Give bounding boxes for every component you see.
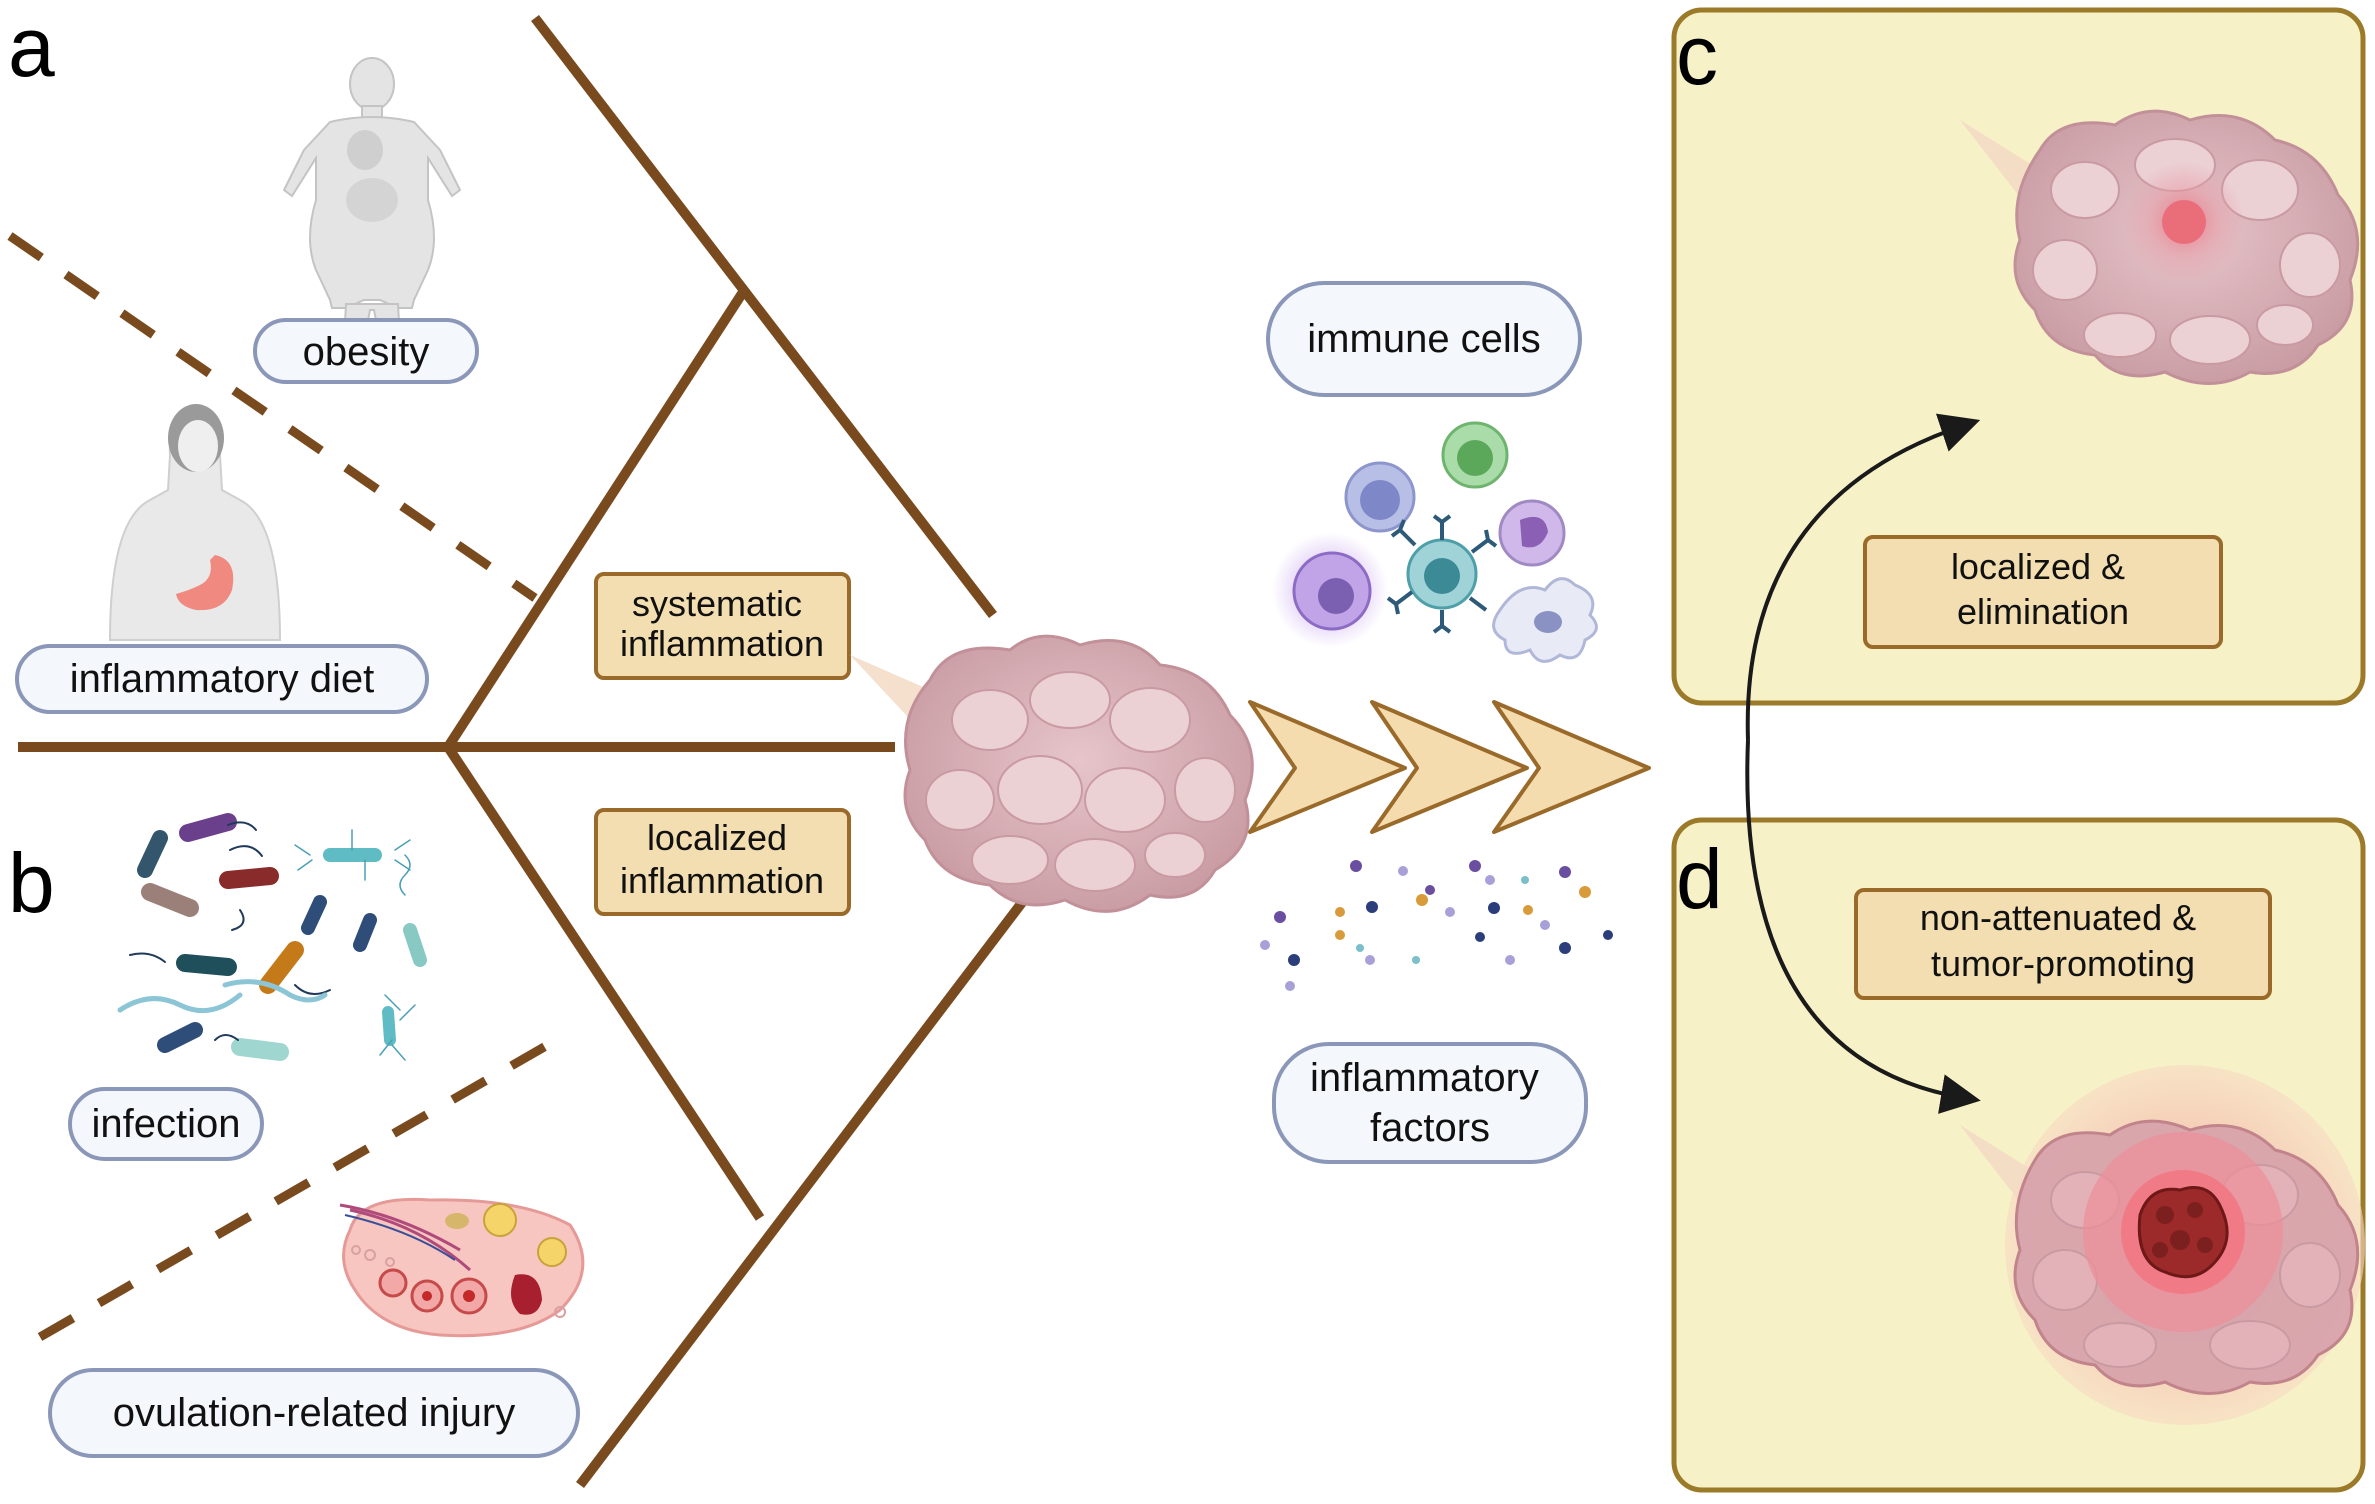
upper-inner-branch — [443, 286, 750, 750]
upper-outer-branch — [531, 14, 997, 619]
fishbone-branches — [18, 14, 1034, 1489]
infection-label: infection — [92, 1102, 241, 1146]
cytokine-dots-icon — [1260, 860, 1613, 991]
inflammatory-factors-line2: factors — [1370, 1106, 1490, 1150]
panel-label-a: a — [8, 0, 55, 94]
bacteria-icon — [117, 813, 427, 1061]
localized-label-line2: inflammation — [620, 860, 824, 901]
dashed-branches — [7, 232, 568, 1341]
ovulation-injury-pill: ovulation-related injury — [48, 1368, 580, 1458]
panel-label-d: d — [1676, 832, 1723, 926]
panel-c: c localized & elimination — [1671, 7, 2366, 706]
localized-inflammation-tag: localized inflammation — [594, 808, 851, 916]
tumor-promoting-label-line1: non-attenuated & — [1920, 897, 2196, 938]
chevron-arrows — [1248, 700, 1651, 834]
stomach-body-icon — [108, 404, 282, 641]
inflammatory-diet-pill: inflammatory diet — [15, 644, 429, 714]
svg-text:non-attenuated & tumor: non-attenuated & tumor-promoting — [1920, 897, 2206, 984]
inflammatory-factors-line1: inflammatory — [1310, 1056, 1539, 1100]
panel-d: d non-attenuated & tumor-promoting — [1671, 817, 2366, 1493]
localized-label-line1: localized — [647, 817, 787, 858]
immune-cell-icon — [1272, 421, 1598, 663]
ovary-icon — [339, 1197, 585, 1338]
arrow-to-tumor-promoting — [1745, 739, 1981, 1114]
eliminated-tumor-icon — [1960, 109, 2360, 385]
ovulation-injury-label: ovulation-related injury — [113, 1391, 515, 1435]
lower-inner-branch — [443, 744, 765, 1221]
elimination-tag: localized & elimination — [1863, 535, 2223, 649]
tumor-promoting-label-line2: tumor-promoting — [1931, 943, 2195, 984]
systematic-inflammation-tag: systematic inflammation — [594, 572, 851, 680]
infection-pill: infection — [68, 1087, 264, 1161]
systematic-label-line1: systematic — [632, 583, 802, 624]
svg-text:localized & eliminatio: localized & elimination — [1951, 546, 2135, 632]
chevron-arrow-2 — [1370, 700, 1529, 834]
obesity-dashed-line — [7, 232, 538, 602]
elimination-label-line1: localized & — [1951, 546, 2125, 587]
promoted-tumor-icon — [1960, 1065, 2365, 1425]
arrow-to-elimination — [1745, 413, 1981, 741]
inflammatory-factors-pill: inflammatory factors — [1272, 1042, 1588, 1164]
tumor-promoting-tag: non-attenuated & tumor-promoting — [1854, 888, 2272, 1000]
chevron-arrow-1 — [1248, 700, 1407, 834]
obesity-pill: obesity — [253, 318, 479, 384]
svg-text:inflammatory factors: inflammatory factors — [1310, 1056, 1550, 1150]
panel-label-b: b — [8, 836, 55, 930]
panel-label-c: c — [1676, 8, 1718, 102]
systematic-label-line2: inflammation — [620, 623, 824, 664]
svg-text:systematic inflammation: systematic inflammation — [620, 583, 824, 664]
chevron-arrow-3 — [1492, 700, 1651, 834]
outcome-arrows — [1745, 413, 1981, 1114]
inflammatory-diet-label: inflammatory diet — [70, 657, 375, 701]
elimination-label-line2: elimination — [1957, 591, 2129, 632]
lower-outer-branch — [576, 888, 1034, 1489]
svg-text:localized inflammation: localized inflammation — [620, 817, 824, 901]
obesity-label: obesity — [303, 330, 430, 374]
ovulation-dashed-line — [37, 1031, 568, 1341]
central-tumor-icon — [850, 634, 1254, 913]
immune-cells-pill: immune cells — [1266, 281, 1582, 397]
immune-cells-label: immune cells — [1307, 317, 1540, 361]
